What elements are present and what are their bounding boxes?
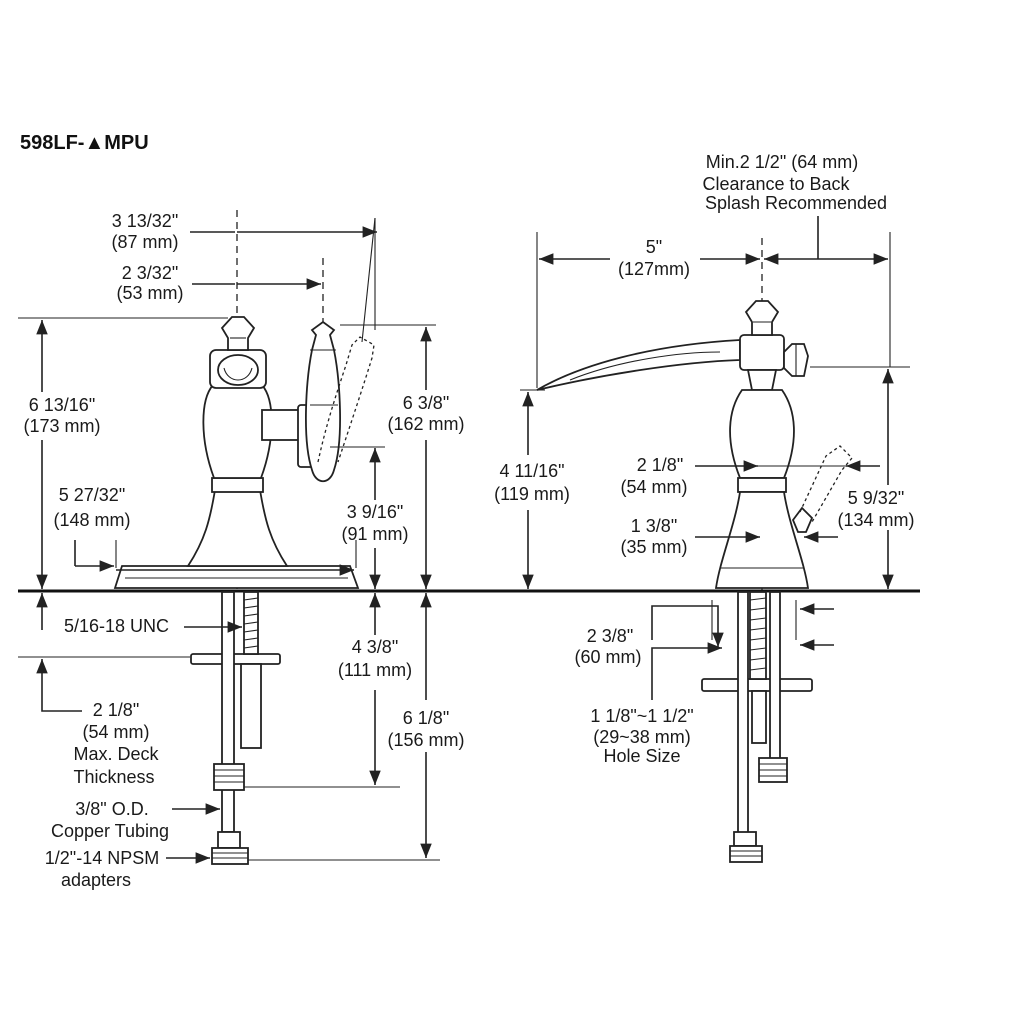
front-body <box>729 389 795 479</box>
side-nut <box>217 831 241 849</box>
dim-5-27-32-in: 5 27/32" <box>59 485 125 505</box>
side-body-flare <box>186 489 289 567</box>
dim-3-9-16-in: 3 9/16" <box>347 502 403 522</box>
dim-1-3-8-mm: (35 mm) <box>621 537 688 557</box>
front-mount-washer <box>701 678 813 692</box>
front-hub <box>739 334 785 371</box>
adapters-line2: adapters <box>61 870 131 890</box>
hole-line2: (29~38 mm) <box>593 727 691 747</box>
dim-2-1-8-in: 2 1/8" <box>637 455 683 475</box>
dim-4-3-8-mm: (111 mm) <box>338 660 412 680</box>
front-tube-left <box>737 591 749 838</box>
clearance-line1: Min.2 1/2" (64 mm) <box>706 152 858 172</box>
front-tube-right <box>769 591 781 763</box>
side-copper-tube <box>221 591 235 833</box>
deck-line1: Max. Deck <box>73 744 159 764</box>
dim-5-9-32-in: 5 9/32" <box>848 488 904 508</box>
dim-6-3-8-mm: (162 mm) <box>387 414 464 434</box>
front-spout <box>536 339 741 391</box>
dim-6-3-8-in: 6 3/8" <box>403 393 449 413</box>
dim-4-3-8-in: 4 3/8" <box>352 637 398 657</box>
side-top-finial <box>220 316 256 351</box>
dim-6-1-8-in: 6 1/8" <box>403 708 449 728</box>
tubing-line2: Copper Tubing <box>51 821 169 841</box>
dim-6-13-16-in: 6 13/16" <box>29 395 95 415</box>
front-popup-alt-position <box>799 445 853 523</box>
dim-2-3-8-mm: (60 mm) <box>575 647 642 667</box>
deck-line2: Thickness <box>73 767 154 787</box>
tubing-line1: 3/8" O.D. <box>75 799 148 819</box>
model-title: 598LF-▲MPU <box>20 132 149 154</box>
front-base-flare <box>714 491 810 589</box>
hole-line3: Hole Size <box>603 746 680 766</box>
clearance-line2: Clearance to Back <box>702 174 850 194</box>
deck-in: 2 1/8" <box>93 700 139 720</box>
front-collar <box>737 477 787 493</box>
dim-line-hole-size <box>651 642 722 700</box>
dim-5-mm: (127mm) <box>618 259 690 279</box>
front-threaded-rod <box>749 591 767 680</box>
dim-4-11-16-mm: (119 mm) <box>494 484 570 504</box>
front-view: Min.2 1/2" (64 mm) Clearance to Back Spl… <box>494 152 915 863</box>
front-popup-knob <box>791 506 814 533</box>
dim-2-3-32-mm: (53 mm) <box>117 283 184 303</box>
front-nut <box>733 831 757 847</box>
dim-2-3-32-in: 2 3/32" <box>122 263 178 283</box>
clearance-line3: Splash Recommended <box>705 193 887 213</box>
dim-3-13-32-in: 3 13/32" <box>112 211 178 231</box>
side-rod-lower <box>240 663 262 749</box>
dim-6-1-8-mm: (156 mm) <box>387 730 464 750</box>
front-finial <box>744 300 780 336</box>
hole-line1: 1 1/8"~1 1/2" <box>590 706 693 726</box>
dim-3-13-32-mm: (87 mm) <box>112 232 179 252</box>
dim-5-in: 5" <box>646 237 662 257</box>
side-body-collar <box>211 477 264 493</box>
thread-label: 5/16-18 UNC <box>64 616 169 636</box>
dim-3-9-16-mm: (91 mm) <box>342 524 409 544</box>
side-mount-washer <box>190 653 281 665</box>
side-handle-arm <box>261 409 301 441</box>
side-adapter-lower <box>211 847 249 865</box>
dim-6-13-16-mm: (173 mm) <box>23 416 100 436</box>
deck-mm: (54 mm) <box>83 722 150 742</box>
side-handle-lever <box>305 320 341 483</box>
dim-1-3-8-in: 1 3/8" <box>631 516 677 536</box>
dim-5-9-32-mm: (134 mm) <box>837 510 914 530</box>
dim-5-27-32-mm: (148 mm) <box>53 510 130 530</box>
side-adapter-upper <box>213 763 245 791</box>
adapters-line1: 1/2"-14 NPSM <box>45 848 159 868</box>
side-handle-alt-position <box>317 336 375 463</box>
dim-4-11-16-in: 4 11/16" <box>499 461 564 481</box>
dim-line-2-3-8 <box>651 605 724 647</box>
dim-2-3-8-in: 2 3/8" <box>587 626 633 646</box>
side-view: 3 13/32" (87 mm) 2 3/32" (53 mm) 6 13/16… <box>18 210 465 890</box>
dim-2-1-8-mm: (54 mm) <box>621 477 688 497</box>
front-adapter-left <box>729 845 763 863</box>
